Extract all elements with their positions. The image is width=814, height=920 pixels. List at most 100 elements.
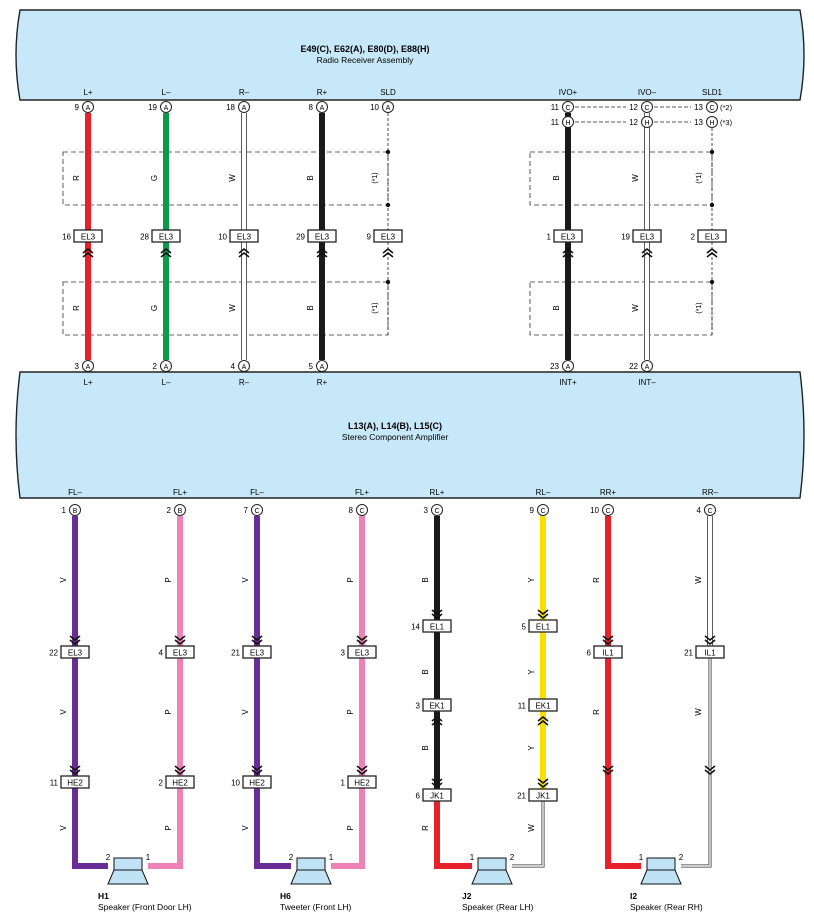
speaker-name: Speaker (Front Door LH) xyxy=(98,902,192,912)
inline-connector: EL3 xyxy=(347,645,377,659)
wire-color-label: B xyxy=(552,175,561,180)
speaker-icon xyxy=(296,857,326,871)
svg-text:H: H xyxy=(565,120,570,127)
pin-number: 2 xyxy=(159,779,164,788)
wire-white xyxy=(681,658,712,868)
amplifier-box xyxy=(15,371,805,499)
shield-note: (*1) xyxy=(696,172,703,183)
inline-connector: EL3 xyxy=(60,645,90,659)
inline-connector: EL3 xyxy=(242,645,272,659)
svg-text:A: A xyxy=(386,105,391,112)
shield-note: (*1) xyxy=(696,302,703,313)
pin-number: 10 xyxy=(218,233,227,242)
inline-connector: EL3 xyxy=(229,229,259,243)
speaker-pin: 1 xyxy=(639,853,644,862)
pin-circle: A xyxy=(160,360,172,372)
wire-V xyxy=(254,788,291,869)
wire-color-label: W xyxy=(228,304,237,312)
svg-text:H: H xyxy=(644,120,649,127)
wire-color-label: P xyxy=(346,709,355,714)
wire-color-label: B xyxy=(421,577,430,582)
svg-text:A: A xyxy=(164,364,169,371)
svg-text:C: C xyxy=(644,105,649,112)
wire-color-label: G xyxy=(150,305,159,311)
pin-number: 28 xyxy=(140,233,149,242)
radio-pin-label: SLD xyxy=(380,88,396,97)
svg-text:EL3: EL3 xyxy=(381,233,396,242)
svg-text:EK1: EK1 xyxy=(429,702,445,711)
connector-chevron xyxy=(251,765,263,772)
svg-text:EL3: EL3 xyxy=(705,233,720,242)
connector-chevron xyxy=(69,765,81,772)
svg-text:B: B xyxy=(73,508,78,515)
svg-text:A: A xyxy=(320,364,325,371)
svg-text:EL3: EL3 xyxy=(159,233,174,242)
wire-color-label: W xyxy=(228,174,237,182)
splice-dot xyxy=(385,149,391,155)
amp-pin-label: FL– xyxy=(68,488,82,497)
connector-chevron xyxy=(431,609,443,616)
svg-text:EL3: EL3 xyxy=(561,233,576,242)
pin-number: 13 xyxy=(694,103,703,112)
wire-color-label: Y xyxy=(527,577,536,583)
inline-connector: EK1 xyxy=(528,698,558,712)
wire-color-label: W xyxy=(631,304,640,312)
wire-color-label: Y xyxy=(527,669,536,675)
radio-codes: E49(C), E62(A), E80(D), E88(H) xyxy=(300,44,429,54)
splice-dot xyxy=(709,149,715,155)
svg-text:C: C xyxy=(565,105,570,112)
amp-pin-label: RL+ xyxy=(430,488,445,497)
svg-text:EL3: EL3 xyxy=(640,233,655,242)
wire-color-label: R xyxy=(72,175,81,181)
pin-number: 7 xyxy=(244,506,249,515)
radio-pin-label: R+ xyxy=(317,88,328,97)
radio-pin-label: L+ xyxy=(83,88,92,97)
connector-chevron xyxy=(431,715,443,722)
pin-circle: C xyxy=(602,504,614,516)
pin-number: 21 xyxy=(684,649,693,658)
amp-pin-label: L– xyxy=(162,378,171,387)
wire-color-label: P xyxy=(346,577,355,582)
connector-chevron xyxy=(174,635,186,642)
amp-pin-label: RR+ xyxy=(600,488,617,497)
amp-name: Stereo Component Amplifier xyxy=(342,432,448,442)
radio-pin-label: IVO– xyxy=(638,88,657,97)
connector-chevron xyxy=(174,765,186,772)
pin-circle: C xyxy=(704,504,716,516)
wire-R xyxy=(605,658,641,869)
connector-chevron xyxy=(602,639,614,646)
pin-number: 1 xyxy=(62,506,67,515)
connector-chevron xyxy=(562,247,574,254)
pin-number: 11 xyxy=(551,103,560,112)
pin-number: 2 xyxy=(691,233,696,242)
radio-pin-label: SLD1 xyxy=(702,88,723,97)
connector-chevron xyxy=(562,251,574,258)
connector-chevron xyxy=(316,251,328,258)
pin-number: 10 xyxy=(231,779,240,788)
pin-number: 14 xyxy=(411,623,420,632)
pin-number: 22 xyxy=(629,362,638,371)
connector-chevron xyxy=(431,719,443,726)
connector-chevron xyxy=(602,765,614,772)
pin-circle: C xyxy=(706,101,718,113)
pin-number: 3 xyxy=(75,362,80,371)
speaker-pin: 1 xyxy=(146,853,151,862)
pin-number: 13 xyxy=(694,118,703,127)
pin-circle: A xyxy=(316,101,328,113)
connector-chevron xyxy=(706,251,718,258)
wire-color-label: B xyxy=(552,305,561,310)
connector-chevron xyxy=(251,639,263,646)
wire-color-label: B xyxy=(421,745,430,750)
speaker-icon xyxy=(113,857,143,871)
wire-color-label: G xyxy=(150,175,159,181)
inline-connector: EL1 xyxy=(422,619,452,633)
svg-text:A: A xyxy=(86,364,91,371)
pin-circle: H xyxy=(641,116,653,128)
pin-number: 2 xyxy=(167,506,172,515)
connector-chevron xyxy=(160,247,172,254)
pin-number: 2 xyxy=(153,362,158,371)
svg-text:EL1: EL1 xyxy=(536,623,551,632)
pin-circle: C xyxy=(537,504,549,516)
connector-chevron xyxy=(251,769,263,776)
svg-text:EL3: EL3 xyxy=(250,649,265,658)
